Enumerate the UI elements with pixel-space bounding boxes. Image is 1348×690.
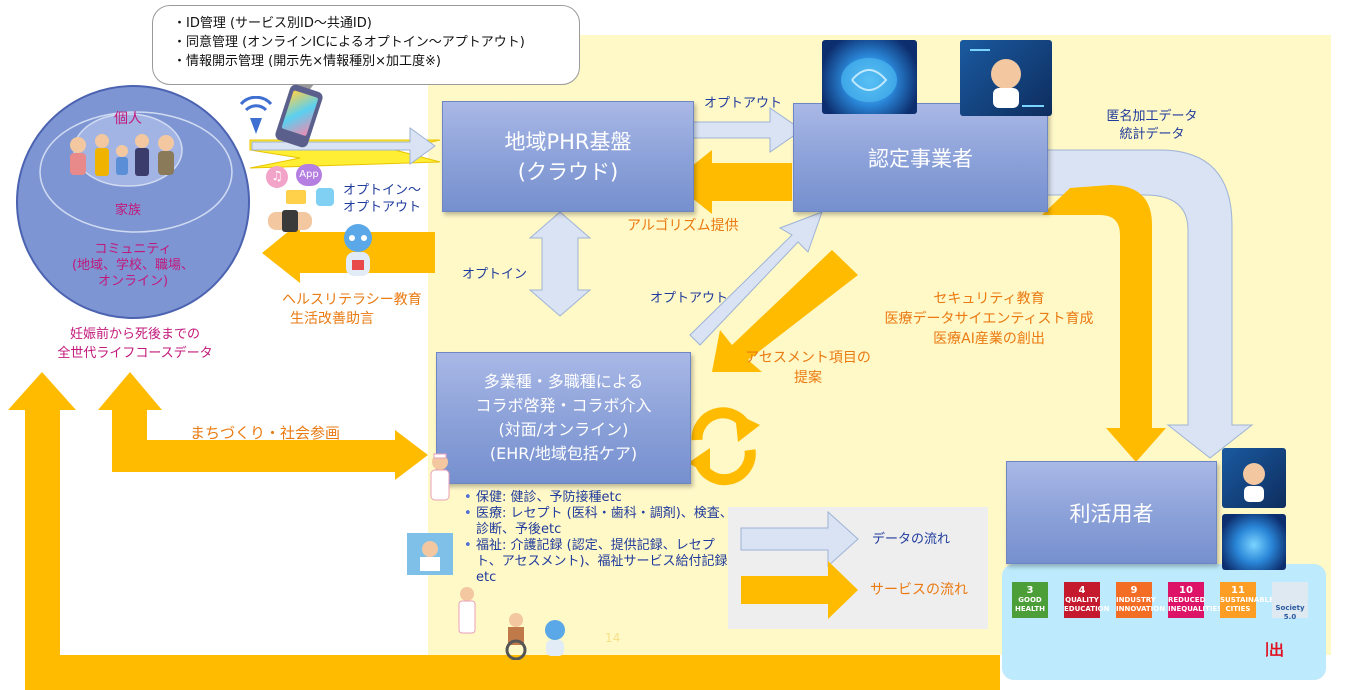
- algorithm-arrow: [672, 150, 792, 214]
- wifi-icon: [236, 95, 276, 140]
- ai-brain-image: [822, 40, 917, 114]
- optout-mid-label: オプトアウト: [650, 291, 729, 306]
- page-number: 14: [605, 631, 621, 645]
- algorithm-label: アルゴリズム提供: [627, 218, 739, 234]
- anon-data-label: 匿名加工データ: [1106, 109, 1198, 124]
- lifecourse-line: 全世代ライフコースデータ: [57, 346, 213, 361]
- health-literacy-label: ヘルスリテラシー教育: [282, 292, 422, 308]
- smartwatch-icon: [268, 210, 312, 232]
- callout-box: ・ID管理 (サービス別ID～共通ID) ・同意管理 (オンラインICによるオプ…: [152, 5, 580, 85]
- music-app-icon: ♫: [266, 166, 288, 188]
- mail-icon: [286, 190, 306, 204]
- doctor-illustration: [407, 529, 453, 579]
- anon-data-label: 統計データ: [1119, 127, 1185, 142]
- optin-optout-label: オプトイン～: [343, 183, 422, 198]
- service-item: 保健: 健診、予防接種etc: [462, 490, 734, 506]
- security-label: セキュリティ教育: [933, 291, 1045, 307]
- ai-robot-image: [960, 40, 1052, 116]
- ai-robot-image: [1222, 448, 1286, 508]
- app-icon: App: [296, 164, 322, 186]
- individual-label: 個人: [114, 111, 142, 127]
- community-to-phr-arrow: [251, 127, 436, 165]
- security-arrow: [1042, 185, 1166, 462]
- legend-service-flow-label: サービスの流れ: [870, 582, 968, 598]
- wheelchair-illustration: [496, 612, 536, 661]
- collab-line: (対面/オンライン): [498, 420, 629, 439]
- nurse-illustration: [425, 452, 455, 512]
- collab-line: 多業種・多職種による: [483, 372, 644, 391]
- machizukuri-label: まちづくり・社会参画: [190, 424, 341, 442]
- machizukuri-arrow: [98, 372, 428, 480]
- legend-service-arrow: [741, 561, 858, 619]
- literacy-arrow: [262, 222, 435, 283]
- phr-platform-box: 地域PHR基盤 (クラウド): [442, 101, 694, 212]
- health-literacy-label: 生活改善助言: [290, 311, 374, 327]
- small-robot-illustration: [540, 618, 570, 660]
- callout-line: ・ID管理 (サービス別ID～共通ID): [173, 16, 372, 31]
- creation-label: 創出: [1266, 641, 1285, 659]
- optout-diagonal-arrow: [689, 211, 823, 346]
- user-label: 利活用者: [1069, 501, 1154, 526]
- family-people-illustration: [66, 131, 184, 179]
- certified-operator-box: 認定事業者: [793, 103, 1048, 212]
- services-list: 保健: 健診、予防接種etc 医療: レセプト (医科・歯科・調剤)、検査、診断…: [462, 490, 734, 586]
- creation-label-clip: 創出: [1266, 640, 1296, 662]
- data-user-box: 利活用者: [1006, 461, 1217, 564]
- phr-line: (クラウド): [517, 159, 619, 184]
- assessment-label: アセスメント項目の: [745, 350, 871, 366]
- assessment-arrow: [712, 250, 858, 372]
- family-circle: [39, 111, 233, 233]
- optin-label: オプトイン: [462, 267, 528, 282]
- legend-data-arrow: [740, 510, 859, 568]
- collab-line: (EHR/地域包括ケア): [489, 444, 638, 463]
- optin-optout-label: オプトアウト: [343, 200, 422, 215]
- assessment-label: 提案: [794, 370, 822, 386]
- society5-icon: Society 5.0: [1272, 582, 1308, 621]
- collaboration-box: 多業種・多職種による コラボ啓発・コラボ介入 (対面/オンライン) (EHR/地…: [436, 352, 691, 484]
- ai-brain-image: [1222, 514, 1286, 570]
- family-label: 家族: [115, 203, 142, 218]
- callout-line: ・同意管理 (オンラインICによるオプトイン～アプトアウト): [173, 35, 525, 50]
- anon-data-arrow: [1044, 149, 1254, 459]
- phr-line: 地域PHR基盤: [504, 129, 632, 154]
- legend-data-flow-label: データの流れ: [872, 532, 951, 547]
- optout-arrow: [692, 107, 803, 153]
- certified-label: 認定事業者: [868, 146, 973, 171]
- legend-panel: [728, 507, 988, 629]
- callout-line: ・情報開示管理 (開示先×情報種別×加工度※): [173, 54, 441, 69]
- service-item: 福祉: 介護記録 (認定、提供記録、レセプト、アセスメント)、福祉サービス給付記…: [462, 538, 734, 586]
- lifecourse-line: 妊娠前から死後までの: [69, 327, 200, 342]
- optin-arrow: [528, 211, 592, 317]
- security-label: 医療データサイエンティスト育成: [884, 311, 1094, 327]
- collab-line: コラボ啓発・コラボ介入: [475, 396, 652, 415]
- security-label: 医療AI産業の創出: [933, 331, 1045, 347]
- service-item: 医療: レセプト (医科・歯科・調剤)、検査、診断、予後etc: [462, 506, 734, 538]
- optout-top-label: オプトアウト: [704, 96, 783, 111]
- robot-icon: [338, 222, 378, 282]
- community-line: オンライン): [97, 274, 169, 289]
- community-line: コミュニティ: [94, 242, 172, 257]
- loop-orange-arrow: [8, 372, 1000, 690]
- photo-icon: [316, 188, 334, 206]
- community-line: (地域、学校、職場、: [71, 258, 195, 273]
- caregiver-illustration: [455, 585, 479, 645]
